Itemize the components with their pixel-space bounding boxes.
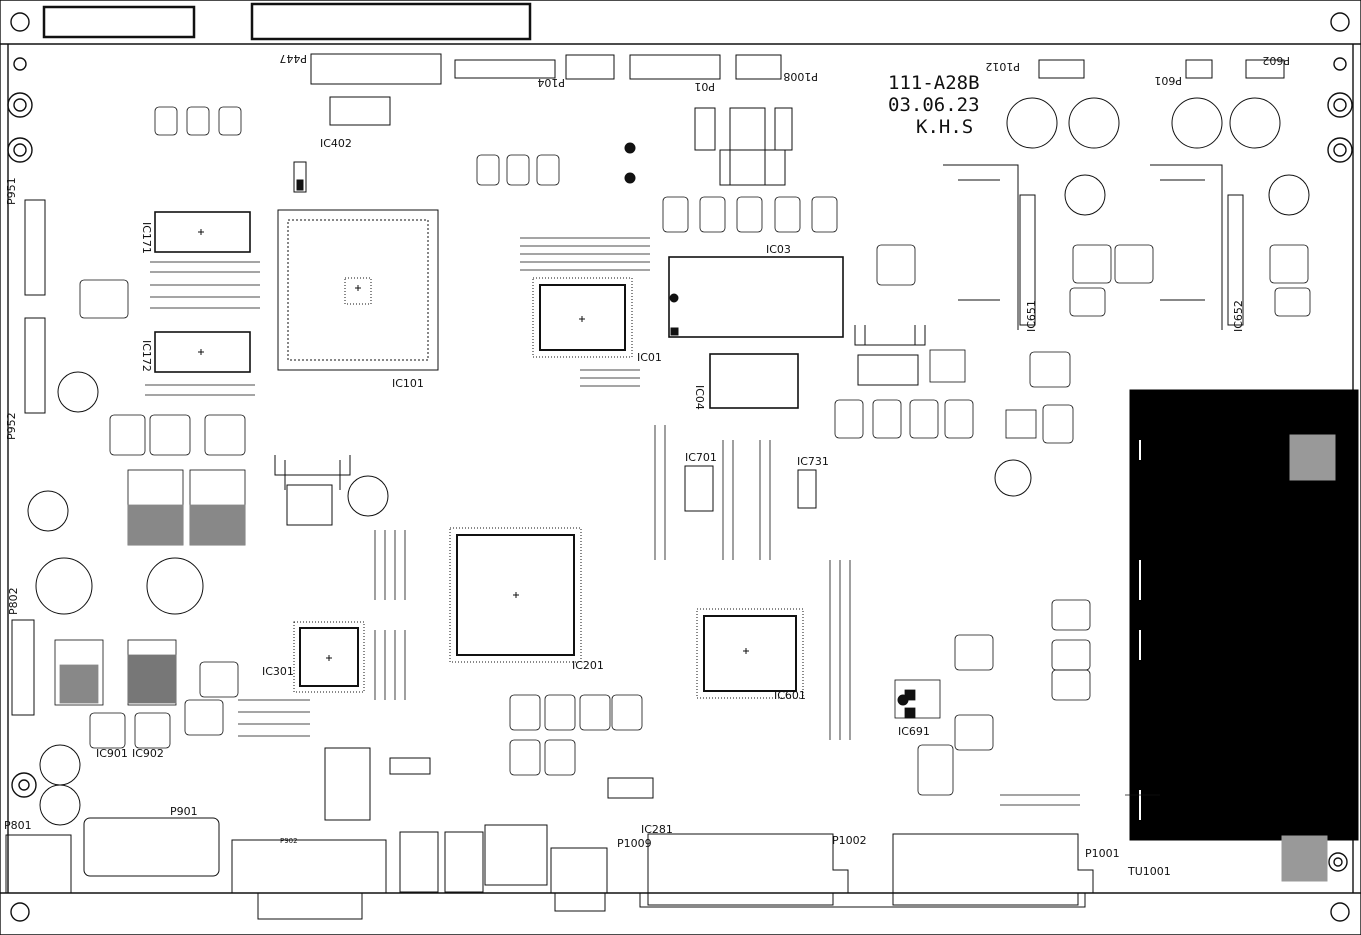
- top-headers: [310, 53, 1285, 85]
- label-ic301: IC301: [262, 665, 294, 678]
- label-tu1001: TU1001: [1128, 865, 1171, 878]
- label-p802: P802: [7, 587, 20, 615]
- electrolytic-caps: [27, 97, 1310, 826]
- label-ic01: IC01: [637, 351, 662, 364]
- label-ic171: IC171: [140, 222, 153, 254]
- mounting-holes: [7, 12, 1353, 922]
- label-p801: P801: [4, 819, 32, 832]
- bga-ic101: [277, 209, 439, 371]
- pin-markers: [293, 142, 909, 706]
- label-ic901: IC901: [96, 747, 128, 760]
- label-p1008: P1008: [783, 70, 818, 83]
- board-date: 03.06.23: [888, 94, 980, 116]
- heatsinks: [274, 107, 1223, 526]
- label-p951: P951: [5, 177, 18, 205]
- chip-centre-marks: [198, 229, 749, 661]
- label-p01: P01: [694, 80, 715, 93]
- label-ic402: IC402: [320, 137, 352, 150]
- label-p447: P447: [279, 52, 307, 65]
- label-ic651: IC651: [1025, 300, 1038, 332]
- label-p1009: P1009: [617, 837, 652, 850]
- label-ic201: IC201: [572, 659, 604, 672]
- label-ic902: IC902: [132, 747, 164, 760]
- qfp-chips: [293, 277, 804, 699]
- resistor-arrays: [145, 237, 1160, 806]
- label-p1012: P1012: [985, 60, 1020, 73]
- label-ic652: IC652: [1232, 300, 1245, 332]
- label-p104: P104: [537, 76, 565, 89]
- board-version: 111-A28B: [888, 72, 980, 94]
- label-ic03: IC03: [766, 243, 791, 256]
- label-p602: P602: [1262, 54, 1290, 67]
- label-p601: P601: [1154, 74, 1182, 87]
- label-ic691: IC691: [898, 725, 930, 738]
- label-ic172: IC172: [140, 340, 153, 372]
- bottom-connectors: [5, 817, 1094, 920]
- label-p1002: P1002: [832, 834, 867, 847]
- so-chips: [154, 96, 844, 821]
- label-p901: P901: [170, 805, 198, 818]
- label-ic731: IC731: [797, 455, 829, 468]
- title-box-2: [250, 2, 532, 41]
- label-ic101: IC101: [392, 377, 424, 390]
- label-ic281: IC281: [641, 823, 673, 836]
- label-ic04: IC04: [693, 385, 706, 410]
- smd-pads: [54, 106, 1311, 796]
- label-ic701: IC701: [685, 451, 717, 464]
- label-p902: P902: [280, 837, 298, 845]
- board-initials: K.H.S: [916, 116, 974, 138]
- label-p952: P952: [5, 412, 18, 440]
- edge-connectors: [11, 194, 1244, 716]
- tuner-block: [1129, 389, 1359, 882]
- label-ic601: IC601: [774, 689, 806, 702]
- label-p1001: P1001: [1085, 847, 1120, 860]
- title-box-1: [42, 5, 196, 39]
